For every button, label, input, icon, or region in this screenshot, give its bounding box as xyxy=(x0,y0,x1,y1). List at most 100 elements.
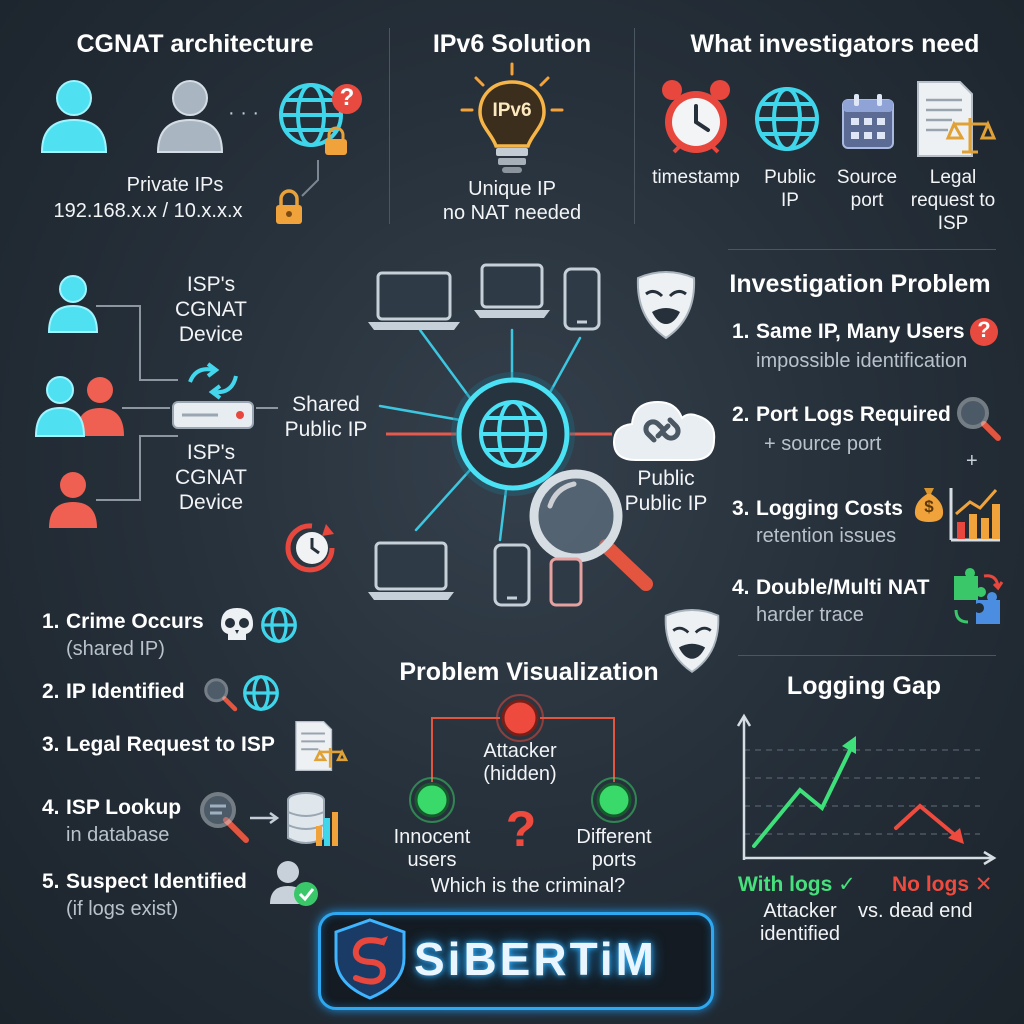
cgnat-device-label-top: ISP's CGNAT Device xyxy=(175,273,247,346)
user-icon xyxy=(47,275,99,333)
problem-4-num: 4. xyxy=(732,576,750,599)
lightbulb-icon xyxy=(460,62,564,173)
divider xyxy=(738,655,996,656)
public-ip-cloud-label: Public Public IP xyxy=(624,467,708,515)
dead-end-label: vs. dead end xyxy=(858,900,973,922)
problem-2-title: Port Logs Required xyxy=(756,403,951,426)
legal-document-icon xyxy=(295,720,349,772)
need-legal-request: Legal request to ISP xyxy=(910,167,996,234)
problem-1-title: Same IP, Many Users xyxy=(756,320,965,343)
step-2-num: 2. xyxy=(42,680,60,703)
phone-icon xyxy=(549,557,583,607)
anonymous-mask-icon xyxy=(664,609,720,674)
divider xyxy=(728,249,996,250)
step-5-sub: (if logs exist) xyxy=(66,898,179,920)
money-bag-icon xyxy=(914,488,944,522)
history-clock-icon xyxy=(285,523,335,573)
step-4-num: 4. xyxy=(42,796,60,819)
problem-visualization-title: Problem Visualization xyxy=(399,658,659,686)
problem-4-sub: harder trace xyxy=(756,604,864,626)
user-group-icon xyxy=(34,376,124,437)
need-source-port: Source port xyxy=(836,167,898,211)
magnifier-icon xyxy=(529,469,653,591)
no-logs-label: No logs ✕ xyxy=(892,872,992,897)
different-ports-label: Different ports xyxy=(576,826,652,871)
rising-bars-chart-icon xyxy=(949,488,1000,542)
shield-logo-icon xyxy=(334,918,406,1000)
problem-1-sub: impossible identification xyxy=(756,350,968,372)
globe-icon xyxy=(279,83,343,147)
lock-icon xyxy=(276,189,302,224)
cloud-link-icon xyxy=(612,400,716,461)
question-badge-icon xyxy=(970,318,998,346)
investigators-title: What investigators need xyxy=(690,30,980,58)
private-ips-label: Private IPs xyxy=(126,174,224,196)
step-5-title: Suspect Identified xyxy=(66,870,247,893)
with-logs-text: With logs xyxy=(738,873,833,896)
laptop-icon xyxy=(368,541,454,600)
anonymous-mask-icon xyxy=(636,271,696,340)
attacker-label: Attacker (hidden) xyxy=(483,740,557,785)
problem-4-title: Double/Multi NAT xyxy=(756,576,930,599)
private-ips-range: 192.168.x.x / 10.x.x.x xyxy=(53,200,243,222)
check-icon: ✓ xyxy=(838,873,856,896)
database-search-icon xyxy=(200,792,338,846)
connector-line xyxy=(301,160,319,197)
divider xyxy=(389,28,390,224)
user-icon xyxy=(156,80,224,153)
problem-3-sub: retention issues xyxy=(756,525,897,547)
skull-icon xyxy=(221,608,253,640)
alarm-clock-icon xyxy=(662,80,730,154)
with-logs-label: With logs ✓ xyxy=(738,872,856,897)
step-4-sub: in database xyxy=(66,824,170,846)
globe-icon xyxy=(261,607,297,643)
problem-2-sub: + source port xyxy=(764,433,882,455)
question-mark: ? xyxy=(977,317,991,342)
lock-icon xyxy=(325,126,347,155)
magnifier-icon xyxy=(957,397,1001,441)
problem-3-title: Logging Costs xyxy=(756,497,903,520)
cross-icon: ✕ xyxy=(974,873,993,896)
puzzle-pieces-icon xyxy=(954,568,1004,624)
cgnat-device-label-bottom: ISP's CGNAT Device xyxy=(175,441,247,514)
cgnat-title: CGNAT architecture xyxy=(76,30,314,58)
shared-public-ip-label: Shared Public IP xyxy=(284,393,368,441)
problem-1-num: 1. xyxy=(732,320,750,343)
plus-sign: + xyxy=(966,450,978,472)
laptop-icon xyxy=(368,271,460,330)
attacker-identified-label: Attacker identified xyxy=(759,900,841,945)
user-icon xyxy=(40,80,108,153)
router-icon xyxy=(172,362,254,429)
brand-name: SiBERTiM xyxy=(414,933,657,985)
question-badge-icon xyxy=(332,84,362,114)
globe-icon xyxy=(243,675,279,711)
step-1-title: Crime Occurs xyxy=(66,610,204,633)
step-2-title: IP Identified xyxy=(66,680,185,703)
problem-2-num: 2. xyxy=(732,403,750,426)
phone-icon xyxy=(563,267,601,331)
step-1-num: 1. xyxy=(42,610,60,633)
laptop-icon xyxy=(474,263,550,318)
logging-gap-chart xyxy=(736,713,997,866)
innocent-users-label: Innocent users xyxy=(393,826,471,871)
step-1-sub: (shared IP) xyxy=(66,638,165,660)
need-public-ip: Public IP xyxy=(764,167,816,211)
ipv6-line1: Unique IP xyxy=(468,178,556,200)
step-3-title: Legal Request to ISP xyxy=(66,733,275,756)
need-timestamp: timestamp xyxy=(652,167,740,188)
ipv6-line2: no NAT needed xyxy=(442,202,582,224)
step-3-num: 3. xyxy=(42,733,60,756)
verified-user-icon xyxy=(270,861,318,906)
user-icon xyxy=(49,472,97,528)
investigation-problem-title: Investigation Problem xyxy=(729,270,991,298)
no-logs-text: No logs xyxy=(892,873,969,896)
question-mark: ? xyxy=(339,84,355,111)
which-criminal-caption: Which is the criminal? xyxy=(430,875,626,897)
magnifier-icon xyxy=(204,678,238,712)
legal-document-icon xyxy=(917,81,997,157)
phone-icon xyxy=(493,543,531,607)
step-4-title: ISP Lookup xyxy=(66,796,182,819)
ellipsis: · · · xyxy=(228,102,260,124)
